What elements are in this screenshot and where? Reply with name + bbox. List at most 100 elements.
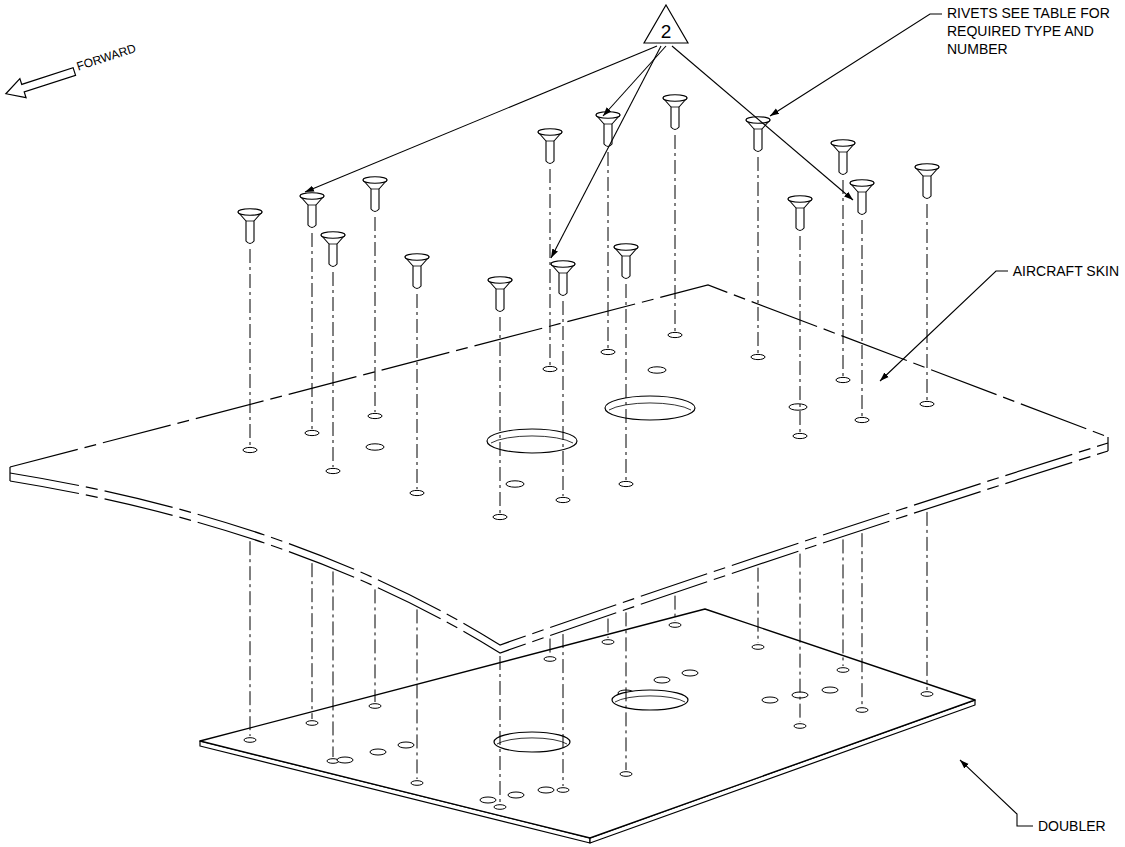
center-line [550, 639, 551, 655]
callout-flag: 2 [643, 4, 689, 44]
rivet [551, 264, 575, 296]
rivet-shank-line [839, 152, 847, 153]
rivet [405, 257, 429, 289]
rivet-shank-line [413, 266, 421, 267]
doubler-holes [244, 623, 933, 810]
rivet-head [831, 140, 855, 146]
center-line [417, 294, 418, 489]
rivet-head [915, 164, 939, 170]
center-line [758, 568, 759, 643]
hole [508, 792, 524, 798]
direction-label: FORWARD [72, 39, 140, 76]
center-line [500, 656, 501, 803]
rivet-hole [920, 401, 934, 406]
rivet-head [538, 129, 562, 135]
rivet-hole [244, 738, 256, 743]
rivet-hole [368, 413, 382, 418]
center-line [333, 571, 334, 757]
center-line [250, 541, 251, 736]
rivet [321, 235, 345, 267]
center-line [862, 220, 863, 416]
rivet-hole [493, 514, 507, 519]
hole [762, 697, 778, 703]
rivet-shank-line [858, 192, 866, 193]
rivet-head [850, 180, 874, 186]
hole [366, 444, 384, 450]
rivet-hole [494, 805, 506, 810]
hole [682, 670, 698, 676]
large-hole [612, 690, 688, 710]
rivet-head [238, 209, 262, 215]
callout-number: 2 [643, 22, 689, 42]
rivet-hole [668, 332, 682, 337]
hole [822, 687, 838, 693]
forward-arrow [3, 62, 78, 103]
rivet-hole [544, 657, 556, 662]
rivet [538, 132, 562, 164]
rivet [746, 120, 770, 152]
rivet-hole [793, 433, 807, 438]
rivet-hole [410, 490, 424, 495]
rivet-head [596, 112, 620, 118]
rivet-hole [837, 668, 849, 673]
rivet-shank-line [923, 176, 931, 177]
center-line [375, 217, 376, 412]
rivet-hole [243, 447, 257, 452]
hole [648, 367, 666, 373]
rivet-shank-line [754, 129, 762, 130]
center-line [550, 169, 551, 365]
rivet-symbols [238, 95, 939, 312]
rivet-hole [619, 481, 633, 486]
rivet-hole [669, 623, 681, 628]
rivet-shank-line [622, 256, 630, 257]
center-line [250, 249, 251, 446]
rivet [363, 180, 387, 212]
center-line [626, 612, 627, 770]
center-line [608, 152, 609, 348]
rivet-hole [556, 497, 570, 502]
center-line [563, 634, 564, 786]
rivet [915, 167, 939, 199]
rivet-hole [602, 640, 614, 645]
hole [506, 481, 524, 487]
rivet-hole [306, 721, 318, 726]
rivet [300, 196, 324, 228]
center-line [758, 157, 759, 353]
center-line [800, 554, 801, 722]
aircraft-skin [10, 285, 1108, 653]
rivet [831, 143, 855, 175]
rivet-hole [620, 772, 632, 777]
rivet-hole [601, 349, 615, 354]
rivet-head [363, 177, 387, 183]
rivet-head [663, 95, 687, 101]
rivet-head [300, 193, 324, 199]
center-line [500, 317, 501, 513]
part-label: DOUBLER [1036, 817, 1108, 835]
rivet [596, 115, 620, 147]
center-line [626, 284, 627, 480]
center-line [800, 236, 801, 432]
hole [370, 749, 386, 755]
rivet-shank-line [308, 205, 316, 206]
rivet-hole [856, 708, 868, 713]
rivet-shank-line [371, 189, 379, 190]
center-line [563, 301, 564, 496]
rivet-shank-line [559, 273, 567, 274]
hole [654, 677, 670, 683]
rivet-shank-line [496, 289, 504, 290]
hole [538, 787, 554, 793]
hole-wall [491, 436, 573, 443]
center-line [608, 619, 609, 638]
rivet-hole [836, 377, 850, 382]
rivet-hole [326, 468, 340, 473]
hole-wall [497, 738, 567, 744]
skin-holes [243, 332, 934, 519]
leader-lines [305, 14, 1033, 826]
large-hole [605, 396, 695, 420]
rivet-hole [305, 430, 319, 435]
rivet-shank-line [796, 208, 804, 209]
hole [398, 742, 414, 748]
rivet-hole [752, 645, 764, 650]
center-line [927, 204, 928, 400]
